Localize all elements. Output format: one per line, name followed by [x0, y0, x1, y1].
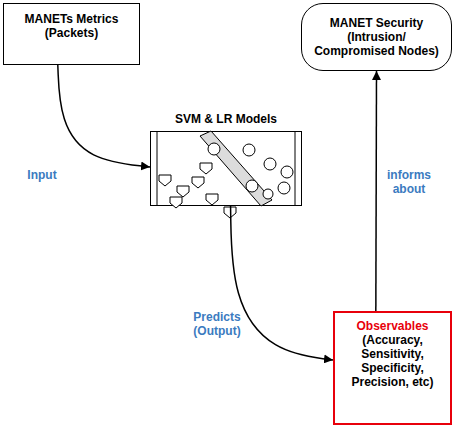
node-heading: MANETs Metrics (Packets)	[10, 12, 133, 40]
model-bar	[157, 131, 158, 206]
model-box: SVM & LR Models	[150, 131, 302, 206]
flow-arrow	[58, 65, 150, 167]
flow-arrow	[231, 206, 333, 360]
node-heading: Observables	[342, 319, 443, 333]
class-circles	[208, 143, 293, 199]
node-body: (Accuracy, Sensitivity, Specificity, Pre…	[342, 333, 443, 389]
input-box: MANETs Metrics (Packets)	[3, 3, 140, 65]
goal-box: MANET Security (Intrusion/ Compromised N…	[301, 3, 452, 71]
class-shields	[159, 163, 236, 218]
separating-band	[200, 131, 272, 206]
observables-box: Observables(Accuracy, Sensitivity, Speci…	[333, 311, 452, 425]
edge-label: Input	[14, 168, 70, 182]
edge-label: informs about	[381, 168, 437, 196]
model-bar	[295, 131, 296, 206]
node-heading: SVM & LR Models	[131, 112, 321, 126]
node-heading: MANET Security (Intrusion/ Compromised N…	[310, 16, 443, 58]
edge-label: Predicts (Output)	[186, 310, 248, 338]
flow-arrow	[375, 71, 377, 311]
